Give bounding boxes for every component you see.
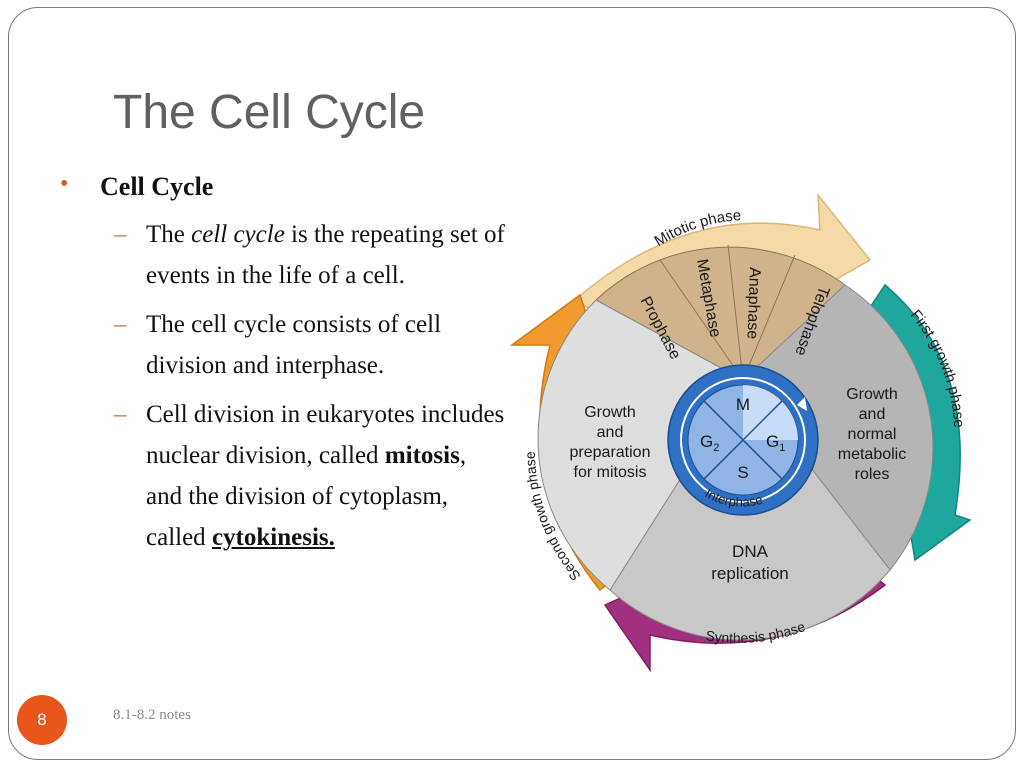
svg-text:roles: roles: [855, 466, 890, 483]
anaphase-label: Anaphase: [743, 267, 763, 340]
dash-marker: –: [114, 311, 127, 338]
phase-divider: [742, 254, 796, 381]
g2-label: G2: [700, 432, 719, 454]
interphase-ring-inner-line: [680, 377, 806, 503]
s-label: S: [737, 463, 748, 482]
slide-number-badge: 8: [17, 695, 67, 745]
svg-text:and: and: [859, 406, 886, 423]
bullet-cell-cycle: • Cell Cycle: [58, 168, 508, 206]
mitosis-term: mitosis: [384, 442, 460, 469]
sub3-pre: Cell division in eukaryotes includes nuc…: [146, 401, 505, 469]
sub1-post: is the repeating set of events in the li…: [146, 221, 505, 289]
sub1-em: cell cycle: [191, 221, 285, 248]
s-wedge-label: DNA replication: [711, 542, 789, 583]
cytokinesis-term: cytokinesis.: [211, 524, 335, 551]
svg-text:metabolic: metabolic: [838, 446, 906, 463]
bullet-label: Cell Cycle: [100, 172, 214, 201]
svg-text:for mitosis: for mitosis: [574, 464, 647, 481]
svg-text:DNA: DNA: [732, 542, 769, 561]
svg-text:Growth: Growth: [584, 404, 636, 421]
cell-cycle-diagram: Prophase Metaphase Anaphase Telophase Mi…: [509, 192, 972, 673]
ring-arrowhead: [797, 397, 807, 411]
m-label: M: [736, 395, 750, 414]
phase-divider: [727, 244, 744, 381]
phase-divider: [659, 259, 744, 381]
sub-bullet-definition: – The cell cycle is the repeating set of…: [58, 214, 508, 296]
mitosis-wedge: [595, 246, 846, 381]
svg-text:and: and: [597, 424, 624, 441]
slide-frame: [8, 7, 1016, 760]
quadrant-divider: [703, 400, 783, 480]
sub-bullet-consists: – The cell cycle consists of cell divisi…: [58, 304, 508, 386]
sub2-text: The cell cycle consists of cell division…: [146, 311, 442, 379]
g1-label: G1: [766, 432, 785, 454]
sub-bullet-division: – Cell division in eukaryotes includes n…: [58, 394, 508, 558]
svg-text:Growth: Growth: [846, 386, 898, 403]
bullet-dot: •: [60, 171, 69, 197]
g2-wedge: [537, 299, 744, 591]
dash-marker: –: [114, 221, 127, 248]
sub3-mid: , and the division of cytoplasm, called: [146, 442, 467, 551]
slide-content: • Cell Cycle – The cell cycle is the rep…: [58, 168, 508, 558]
g1-wedge: [742, 284, 934, 571]
dash-marker: –: [114, 401, 127, 428]
sub1-pre: The: [146, 221, 192, 248]
g2-wedge-label: Growth and preparation for mitosis: [570, 404, 651, 481]
svg-text:preparation: preparation: [570, 444, 651, 461]
g1-wedge-label: Growth and normal metabolic roles: [838, 386, 906, 483]
svg-text:normal: normal: [848, 426, 897, 443]
footer-text: 8.1-8.2 notes: [113, 707, 191, 723]
slide-title: The Cell Cycle: [113, 86, 426, 139]
svg-text:replication: replication: [711, 564, 789, 583]
